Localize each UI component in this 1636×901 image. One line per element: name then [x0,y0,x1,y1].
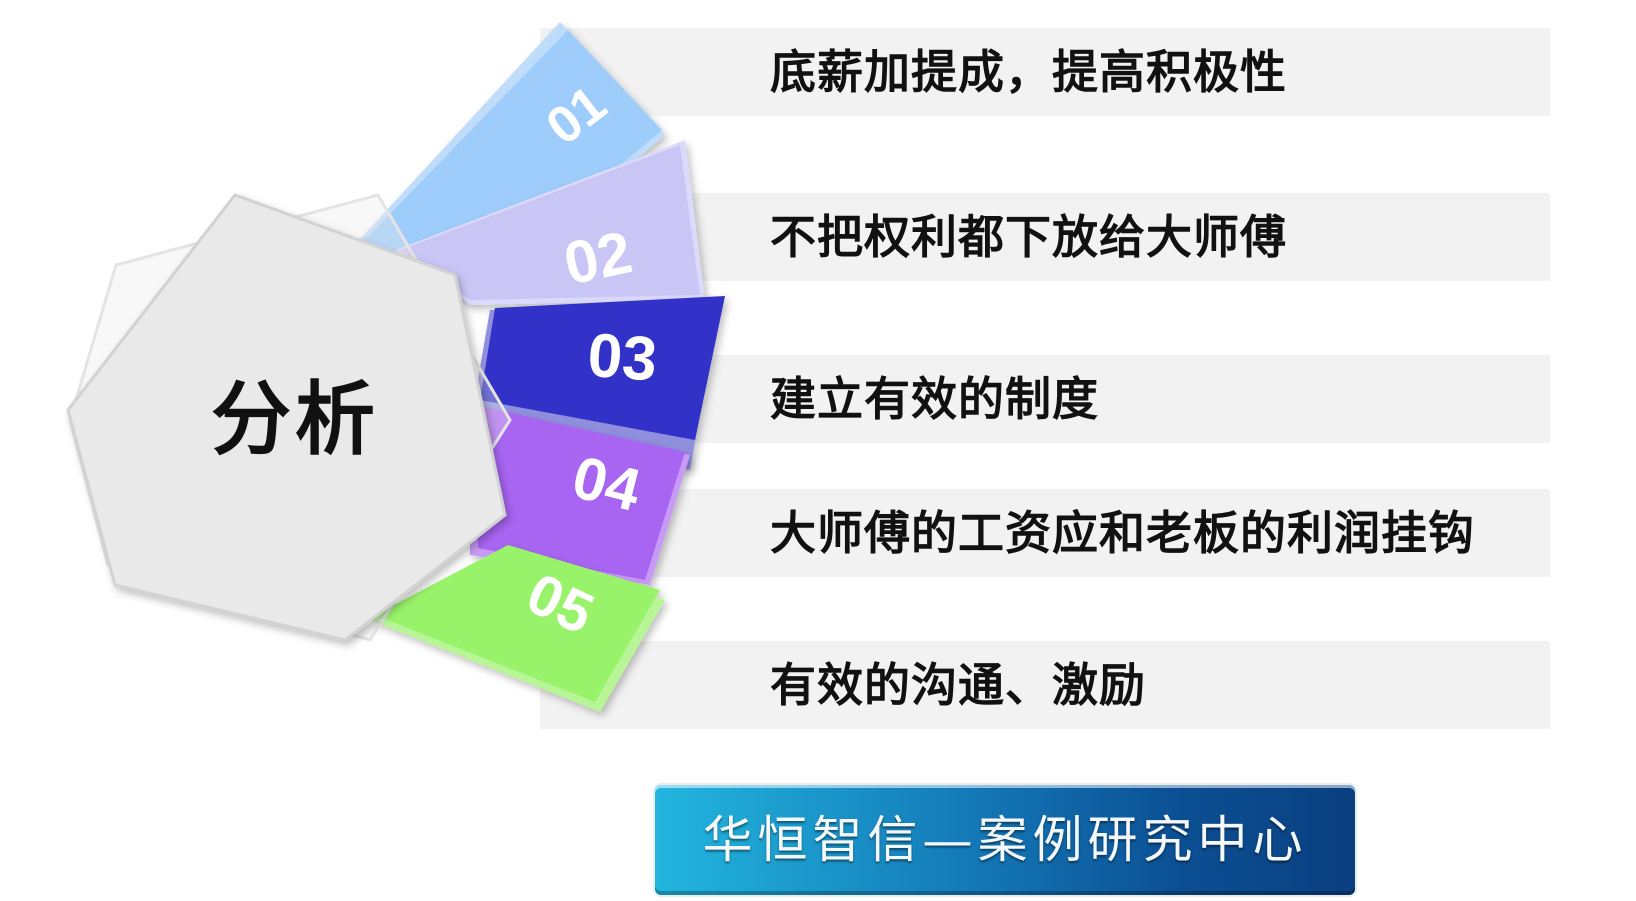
footer-label: 华恒智信—案例研究中心 [702,811,1308,869]
item-bar-2 [540,193,1550,281]
item-bar-5 [540,641,1550,729]
fan-card-1 [350,22,665,300]
fan-number-4: 04 [566,443,648,524]
fan-number-3: 03 [585,321,659,395]
item-text-5: 有效的沟通、激励 [770,658,1146,712]
item-text-3: 建立有效的制度 [770,372,1099,426]
item-text-1: 底薪加提成，提高积极性 [770,45,1287,99]
footer-badge: 华恒智信—案例研究中心 [655,785,1355,895]
fan-number-2: 02 [558,218,637,297]
item-bar-4 [540,489,1550,577]
center-label: 分析 [211,373,379,466]
item-text-4: 大师傅的工资应和老板的利润挂钩 [770,506,1475,560]
fan-card-4 [470,405,690,585]
fan-card-5 [370,545,665,712]
fan-card-2 [395,140,705,305]
item-text-2: 不把权利都下放给大师傅 [770,210,1287,264]
hexagon-front [66,193,507,642]
item-bar-1 [540,28,1550,116]
